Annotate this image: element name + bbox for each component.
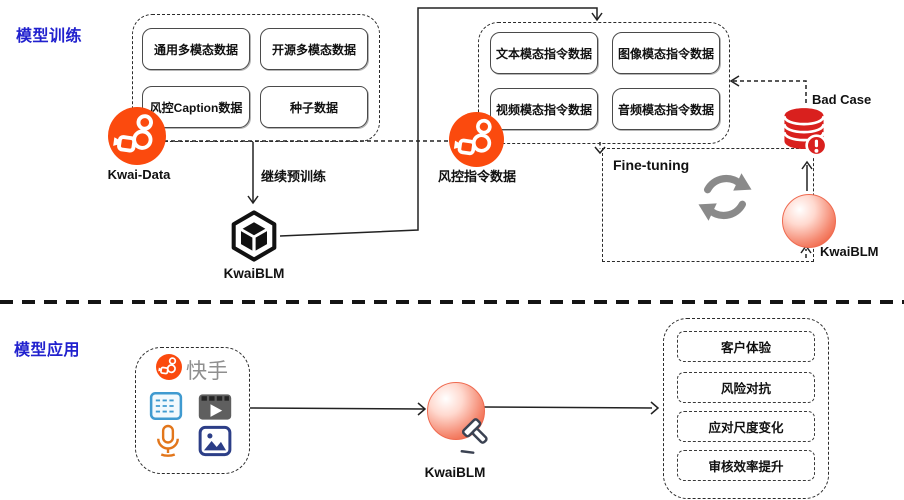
application-model-label: KwaiBLM	[424, 465, 486, 480]
connector-cube-to-instruction-container	[279, 7, 598, 237]
kwaiblm-cube-icon	[228, 210, 280, 262]
finetune-stage-label: Fine-tuning	[613, 157, 690, 173]
pretrain-arrow-label: 继续预训练	[261, 169, 327, 184]
kwaiblm-cube-label: KwaiBLM	[223, 266, 285, 281]
bad-case-label: Bad Case	[812, 92, 872, 107]
dataset-box-video-instruction: 视频模态指令数据	[490, 88, 598, 130]
kuaishou-app-container	[135, 347, 250, 474]
riskcontrol-instruction-logo-icon	[449, 112, 504, 167]
picture-icon	[198, 424, 232, 458]
dataset-box-seed: 种子数据	[260, 86, 368, 128]
gavel-icon	[458, 418, 496, 456]
finetune-cycle-icon	[693, 165, 757, 229]
connector-badcase-to-instruction	[733, 80, 807, 103]
video-player-icon	[197, 389, 233, 422]
kuaishou-app-name: 快手	[186, 360, 228, 383]
kwai-data-logo-icon	[108, 107, 166, 165]
dataset-box-image-instruction: 图像模态指令数据	[612, 32, 720, 74]
dataset-box-audio-instruction: 音频模态指令数据	[612, 88, 720, 130]
use-case-risk-adversarial: 风险对抗	[677, 372, 815, 403]
section-divider	[0, 300, 904, 304]
kwaiblm-sphere-icon	[782, 194, 836, 248]
training-section-label: 模型训练	[16, 28, 83, 45]
dataset-box-text-instruction: 文本模态指令数据	[490, 32, 598, 74]
dataset-box-opensource-multimodal: 开源多模态数据	[260, 28, 368, 70]
bad-case-database-icon	[780, 106, 828, 160]
microphone-icon	[153, 424, 183, 460]
kwaiblm-sphere-label: KwaiBLM	[820, 244, 879, 259]
instruction-data-container	[478, 22, 730, 144]
kuaishou-logo-icon	[156, 354, 182, 380]
use-case-scale-change: 应对尺度变化	[677, 411, 815, 442]
text-table-icon	[149, 389, 183, 423]
riskcontrol-instruction-label: 风控指令数据	[438, 169, 517, 184]
use-case-customer-experience: 客户体验	[677, 331, 815, 362]
application-section-label: 模型应用	[14, 342, 81, 359]
dataset-box-general-multimodal: 通用多模态数据	[142, 28, 250, 70]
kwai-data-label: Kwai-Data	[107, 167, 171, 182]
use-case-container	[663, 318, 829, 499]
connector-app-to-model	[249, 407, 425, 410]
use-case-review-efficiency: 审核效率提升	[677, 450, 815, 481]
training-data-container	[132, 14, 380, 142]
connector-model-to-usecases	[483, 406, 653, 409]
